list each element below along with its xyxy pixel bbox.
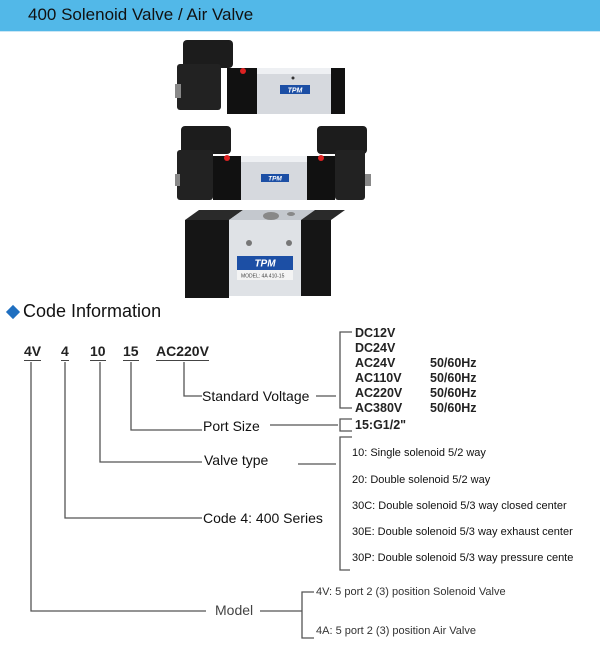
page-title: 400 Solenoid Valve / Air Valve — [28, 5, 254, 24]
product-image-double-solenoid: TPM — [175, 126, 371, 200]
product-image-air-valve: TPM MODEL: 4A 410-15 — [185, 210, 345, 298]
voltage-option: DC24V — [355, 341, 396, 355]
code-part-port-size: 15 — [123, 343, 139, 361]
valve-type-option: 10: Single solenoid 5/2 way — [352, 447, 486, 459]
section-title-text: Code Information — [23, 301, 162, 321]
voltage-option: DC12V — [355, 326, 396, 340]
label-port-size: Port Size — [203, 418, 260, 434]
product-image-single-solenoid: TPM — [175, 40, 345, 114]
valve-type-option: 30P: Double solenoid 5/3 way pressure ce… — [352, 552, 574, 564]
label-model: Model — [215, 602, 254, 618]
code-part-valve-type: 10 — [90, 343, 106, 361]
code-part-model: 4V — [24, 343, 42, 361]
svg-text:TPM: TPM — [254, 259, 276, 270]
valve-type-option: 20: Double solenoid 5/2 way — [352, 474, 491, 486]
valve-type-option: 30E: Double solenoid 5/3 way exhaust cen… — [352, 526, 573, 538]
model-option: 4V: 5 port 2 (3) position Solenoid Valve — [316, 586, 506, 598]
svg-text:TPM: TPM — [268, 176, 282, 183]
code-part-series: 4 — [61, 343, 69, 361]
header-bar: 400 Solenoid Valve / Air Valve — [0, 0, 600, 32]
label-valve-type: Valve type — [204, 452, 269, 468]
model-option: 4A: 5 port 2 (3) position Air Valve — [316, 625, 476, 637]
section-title: Code Information — [5, 301, 162, 322]
label-series: Code 4: 400 Series — [203, 510, 323, 526]
port-size-option: 15:G1/2" — [355, 418, 407, 432]
label-standard-voltage: Standard Voltage — [202, 388, 310, 404]
svg-text:TPM: TPM — [288, 88, 303, 95]
valve-type-option: 30C: Double solenoid 5/3 way closed cent… — [352, 500, 567, 512]
code-part-voltage: AC220V — [156, 343, 209, 361]
model-plate: MODEL: 4A 410-15 — [241, 274, 285, 280]
